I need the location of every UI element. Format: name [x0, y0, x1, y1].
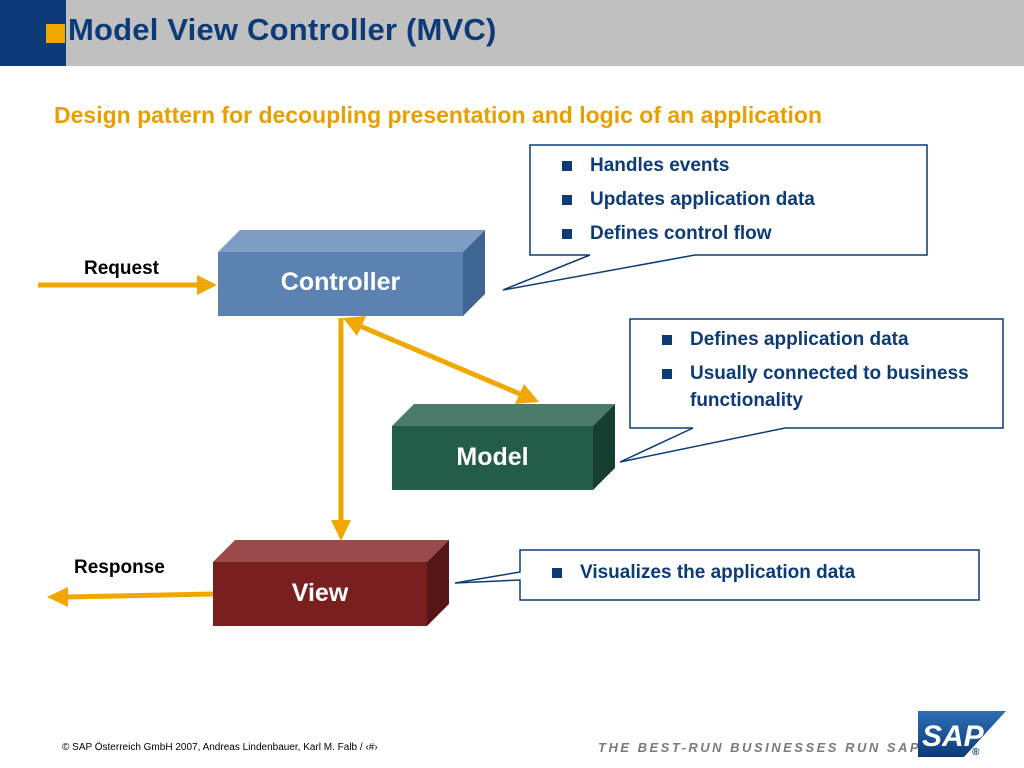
footer-copyright: © SAP Österreich GmbH 2007, Andreas Lind…: [62, 742, 378, 753]
list-item: Usually connected to business functional…: [660, 360, 970, 414]
sap-logo-icon: SAP ®: [918, 711, 1006, 757]
sap-logo-text: SAP: [922, 720, 985, 753]
footer-slogan: THE BEST-RUN BUSINESSES RUN SAP: [598, 740, 922, 755]
slide-subtitle: Design pattern for decoupling presentati…: [54, 102, 822, 128]
request-label: Request: [84, 258, 159, 279]
square-bullet-icon: [552, 568, 562, 578]
square-bullet-icon: [562, 161, 572, 171]
controller-callout: [502, 144, 928, 291]
square-icon: [46, 24, 65, 43]
model-label: Model: [456, 443, 529, 471]
response-arrow: [47, 587, 214, 607]
view-box: [213, 540, 449, 626]
square-bullet-icon: [662, 369, 672, 379]
list-item: Defines control flow: [560, 220, 920, 247]
model-box: [392, 404, 615, 490]
view-callout: [454, 549, 980, 601]
controller-model-arrow: [343, 316, 539, 404]
view-label: View: [291, 579, 349, 607]
square-bullet-icon: [562, 229, 572, 239]
slide-title: Model View Controller (MVC): [68, 12, 497, 47]
list-item: Handles events: [560, 152, 920, 179]
list-item: Defines application data: [660, 326, 1000, 353]
controller-label: Controller: [280, 268, 401, 296]
list-item: Visualizes the application data: [550, 559, 975, 586]
view-responsibilities: Visualizes the application data: [550, 559, 975, 586]
square-bullet-icon: [662, 335, 672, 345]
square-bullet-icon: [562, 195, 572, 205]
list-item: Updates application data: [560, 186, 920, 213]
request-arrow: [38, 275, 217, 295]
model-callout: [619, 318, 1004, 463]
controller-responsibilities: Handles events Updates application data …: [560, 152, 920, 247]
model-responsibilities: Defines application data Usually connect…: [660, 326, 1000, 414]
response-label: Response: [74, 557, 165, 578]
title-bar: [0, 0, 1024, 66]
controller-box: [218, 230, 485, 316]
controller-view-arrow: [331, 318, 351, 541]
registered-mark: ®: [972, 747, 980, 757]
